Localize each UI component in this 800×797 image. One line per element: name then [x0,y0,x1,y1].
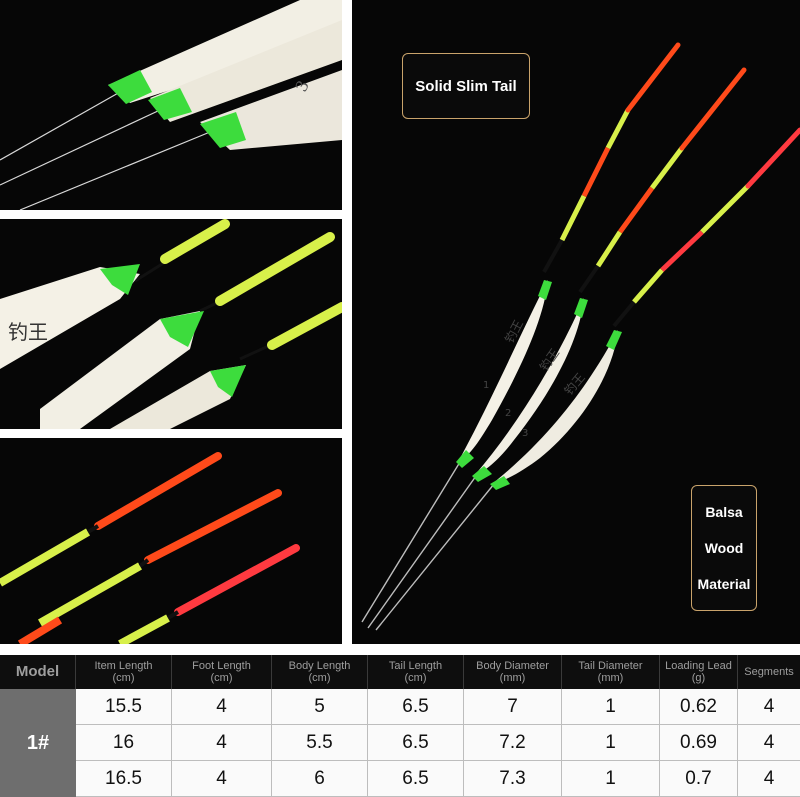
table-cell: 4 [172,761,272,797]
table-cell: 5 [272,689,368,725]
float-number-1: 1 [483,380,489,391]
material-callout: Balsa Wood Material [691,485,757,611]
float-trio-image: 钓王 钓王 钓王 1 2 3 [361,42,800,631]
table-cell: 4 [738,725,800,761]
spec-table: Model Item Length(cm) Foot Length(cm) Bo… [0,655,800,797]
header-body-diameter: Body Diameter(mm) [464,655,562,689]
table-cell: 5.5 [272,725,368,761]
table-cell: 1 [562,689,660,725]
header-text: Body Length [288,660,351,672]
table-cell: 6.5 [368,689,464,725]
header-unit: (mm) [499,672,526,684]
material-line-1: Balsa [705,504,743,520]
header-loading-lead: Loading Lead(g) [660,655,738,689]
header-segments: Segments [738,655,800,689]
header-unit: (cm) [112,672,135,684]
material-line-3: Material [697,576,751,592]
header-text: Tail Length [388,660,443,672]
table-cell: 4 [172,689,272,725]
header-unit: (cm) [210,672,233,684]
table-cell: 4 [738,761,800,797]
header-unit: (mm) [597,672,624,684]
closeup-tail-image [0,452,300,644]
table-cell: 6.5 [368,761,464,797]
material-line-2: Wood [704,540,744,556]
closeup-body-panel: 3 [0,0,342,210]
table-cell: 6.5 [368,725,464,761]
table-cell: 7.2 [464,725,562,761]
table-cell: 7.3 [464,761,562,797]
table-cell: 16 [76,725,172,761]
header-text: Body Diameter [476,660,549,672]
header-text: Tail Diameter [578,660,643,672]
float-number-3: 3 [522,428,528,439]
table-cell: 6 [272,761,368,797]
table-cell: 4 [172,725,272,761]
table-cell: 4 [738,689,800,725]
model-header: Model [0,655,76,689]
table-cell: 1 [562,725,660,761]
brand-chars-tip: 钓王 [8,320,48,344]
header-tail-diameter: Tail Diameter(mm) [562,655,660,689]
table-cell: 0.7 [660,761,738,797]
header-text: Item Length [94,660,153,672]
float-number-2: 2 [505,408,511,419]
table-cell: 0.69 [660,725,738,761]
main-product-panel: 钓王 钓王 钓王 1 2 3 Solid Slim Tail Balsa Woo… [352,0,800,644]
header-unit: (cm) [308,672,331,684]
table-cell: 7 [464,689,562,725]
table-cell: 0.62 [660,689,738,725]
closeup-body-image: 3 [0,0,342,210]
header-text: Segments [744,666,794,678]
header-foot-length: Foot Length(cm) [172,655,272,689]
header-unit: (cm) [404,672,427,684]
header-text: Loading Lead [665,660,732,672]
closeup-tip-image: 钓王 [0,219,342,429]
table-cell: 15.5 [76,689,172,725]
header-text: Foot Length [192,660,251,672]
table-cell: 1 [562,761,660,797]
closeup-tip-panel: 钓王 [0,219,342,429]
table-cell: 16.5 [76,761,172,797]
header-unit: (g) [691,672,706,684]
header-item-length: Item Length(cm) [76,655,172,689]
header-tail-length: Tail Length(cm) [368,655,464,689]
model-cell: 1# [0,689,76,797]
closeup-tail-panel [0,438,342,644]
solid-slim-tail-callout: Solid Slim Tail [402,53,530,119]
header-body-length: Body Length(cm) [272,655,368,689]
solid-slim-tail-label: Solid Slim Tail [415,77,517,95]
